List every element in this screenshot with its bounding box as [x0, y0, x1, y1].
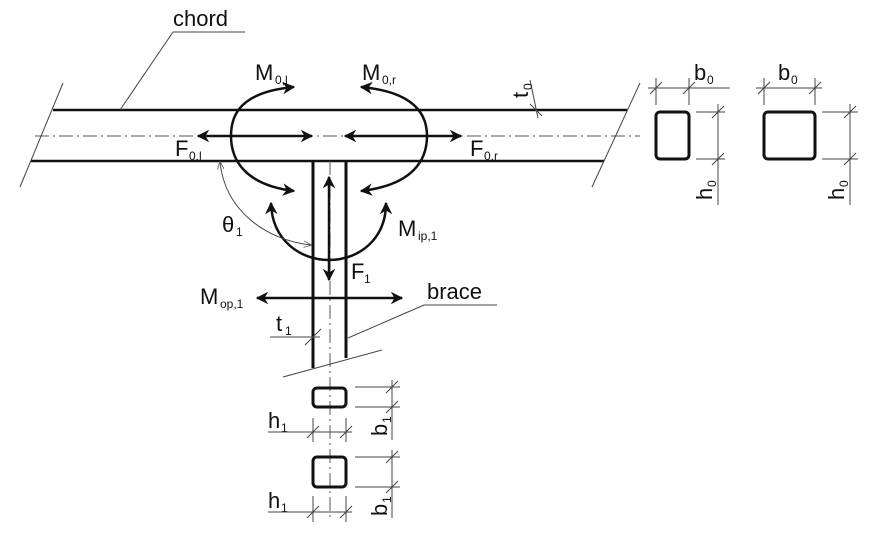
moment-arc-M0r — [359, 81, 429, 196]
break-line-right — [591, 82, 641, 188]
svg-text:b: b — [778, 60, 790, 85]
angle-arc-theta1 — [220, 162, 311, 245]
svg-text:h: h — [824, 188, 849, 200]
svg-text:0: 0 — [705, 180, 719, 187]
svg-text:h: h — [692, 188, 717, 200]
chord-label: chord — [119, 6, 245, 111]
svg-text:1: 1 — [380, 496, 394, 503]
break-line-left — [19, 82, 64, 188]
brace-member — [282, 161, 383, 520]
svg-text:θ: θ — [222, 212, 234, 237]
svg-text:op,1: op,1 — [220, 297, 244, 311]
svg-text:1: 1 — [364, 272, 371, 286]
svg-text:0,r: 0,r — [484, 149, 498, 163]
label-t0: t0 — [508, 83, 535, 98]
svg-text:0,l: 0,l — [189, 149, 202, 163]
svg-text:F: F — [175, 136, 188, 161]
svg-text:0,l: 0,l — [275, 73, 288, 87]
svg-text:h: h — [268, 488, 280, 513]
svg-text:1: 1 — [285, 324, 292, 338]
svg-text:M: M — [398, 216, 416, 241]
svg-text:ip,1: ip,1 — [418, 229, 438, 243]
svg-text:1: 1 — [281, 421, 288, 435]
svg-text:b: b — [367, 424, 392, 436]
svg-text:0,r: 0,r — [382, 73, 396, 87]
svg-text:M: M — [255, 60, 273, 85]
brace-label: brace — [347, 279, 497, 339]
svg-text:1: 1 — [236, 225, 243, 239]
brace-break-line — [282, 349, 383, 378]
chord-member — [19, 82, 641, 188]
svg-text:M: M — [200, 284, 218, 309]
svg-text:chord: chord — [173, 6, 228, 31]
svg-text:1: 1 — [380, 416, 394, 423]
svg-text:t: t — [276, 311, 282, 336]
svg-text:h: h — [268, 408, 280, 433]
svg-text:1: 1 — [281, 501, 288, 515]
svg-text:0: 0 — [707, 73, 714, 87]
t0-dimension — [529, 79, 539, 119]
svg-text:0: 0 — [791, 73, 798, 87]
moment-arc-M0l — [229, 81, 296, 196]
svg-text:0: 0 — [837, 180, 851, 187]
svg-text:F: F — [351, 259, 364, 284]
svg-text:M: M — [362, 60, 380, 85]
svg-text:b: b — [694, 60, 706, 85]
svg-text:0: 0 — [521, 83, 535, 90]
svg-text:F: F — [470, 136, 483, 161]
svg-text:t: t — [508, 92, 533, 98]
svg-text:brace: brace — [427, 279, 482, 304]
svg-text:b: b — [367, 504, 392, 516]
